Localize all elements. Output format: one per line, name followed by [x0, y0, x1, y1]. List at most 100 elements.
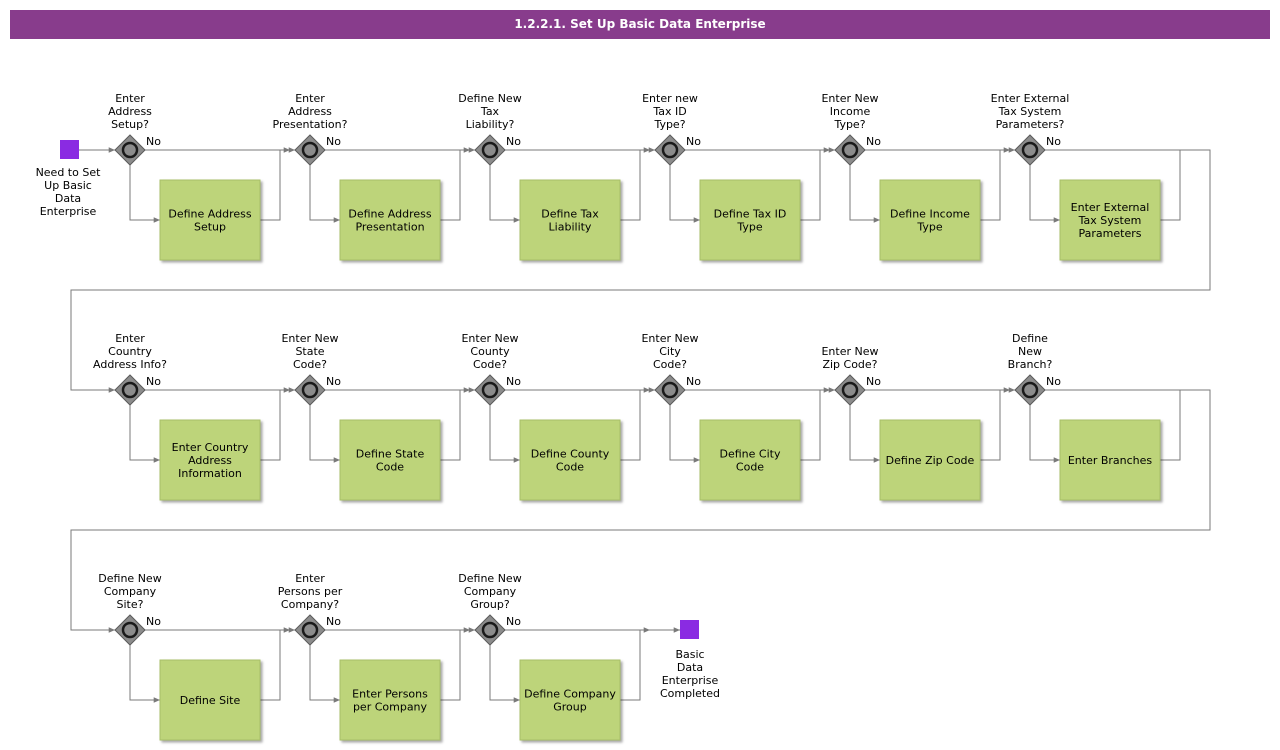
- decision-gateway: [114, 614, 146, 646]
- task-box: [1059, 179, 1161, 261]
- gateway-circle-icon: [301, 381, 319, 399]
- no-label: No: [686, 135, 701, 148]
- task-label-line: Information: [178, 467, 242, 480]
- gateway-question-line: County: [470, 345, 510, 358]
- decision-gateway: [294, 134, 326, 166]
- task-box: [1059, 419, 1161, 501]
- end-event-label-line: Basic: [675, 648, 704, 661]
- yes-branch-flow: [849, 165, 880, 223]
- yes-branch-flow: [129, 165, 160, 223]
- task-label: Define Zip Code: [886, 454, 975, 467]
- gateway-question-line: State: [295, 345, 324, 358]
- yes-branch-flow: [669, 405, 700, 463]
- task-box: [699, 419, 801, 501]
- no-label: No: [146, 135, 161, 148]
- task-box: [699, 179, 801, 261]
- merge-flow: [980, 387, 1010, 461]
- task-label-line: Define Site: [180, 694, 241, 707]
- end-event-label-line: Data: [677, 661, 703, 674]
- merge-flow: [620, 627, 650, 701]
- yes-branch-flow: [489, 645, 520, 703]
- gateway-question-line: Group?: [470, 598, 509, 611]
- gateway-question-line: Liability?: [466, 118, 515, 131]
- gateway-question-line: Persons per: [278, 585, 343, 598]
- merge-flow: [440, 147, 470, 221]
- gateway-question-line: Income: [830, 105, 871, 118]
- merge-flow: [980, 147, 1010, 221]
- end-event-label-line: Completed: [660, 687, 720, 700]
- task-label-line: per Company: [353, 701, 428, 714]
- decision-gateway: [1014, 134, 1046, 166]
- task-label-line: Setup: [194, 221, 226, 234]
- decision-gateway: [834, 134, 866, 166]
- task-box: [339, 659, 441, 741]
- yes-branch-flow: [129, 405, 160, 463]
- merge-flow: [260, 627, 290, 701]
- merge-flow: [440, 627, 470, 701]
- start-event-label-line: Data: [55, 192, 81, 205]
- task-label: Define Site: [180, 694, 241, 707]
- start-event-label-line: Enterprise: [40, 205, 97, 218]
- task-label-line: Define Company: [524, 688, 616, 701]
- task-box: [159, 419, 261, 501]
- gateway-question-line: Enter new: [642, 92, 698, 105]
- task-box: [879, 419, 981, 501]
- yes-branch-flow: [1029, 405, 1060, 463]
- gateway-circle-icon: [1021, 381, 1039, 399]
- task-label-line: Address: [188, 454, 232, 467]
- gateway-question-line: Site?: [117, 598, 144, 611]
- gateway-question-line: Tax ID: [652, 105, 686, 118]
- gateway-question-line: Setup?: [111, 118, 149, 131]
- gateway-question-line: Define New: [98, 572, 161, 585]
- start-event-label-line: Need to Set: [36, 166, 102, 179]
- gateway-circle-icon: [121, 621, 139, 639]
- gateway-circle-icon: [661, 141, 679, 159]
- gateway-question-line: Define New: [458, 572, 521, 585]
- gateway-circle-icon: [661, 381, 679, 399]
- yes-branch-flow: [129, 645, 160, 703]
- task-label-line: Code: [376, 461, 404, 474]
- gateway-question-line: Enter New: [821, 92, 878, 105]
- decision-gateway: [1014, 374, 1046, 406]
- task-label-line: Define County: [531, 448, 610, 461]
- merge-flow: [260, 387, 290, 461]
- no-label: No: [866, 135, 881, 148]
- gateway-question-line: City: [659, 345, 681, 358]
- task-box: [159, 659, 261, 741]
- gateway-question-line: Enter New: [641, 332, 698, 345]
- gateway-question-line: Tax System: [998, 105, 1062, 118]
- merge-flow: [1160, 149, 1190, 221]
- gateway-circle-icon: [481, 141, 499, 159]
- task-label-line: Code: [556, 461, 584, 474]
- task-label-line: Define Income: [890, 208, 970, 221]
- gateway-question-line: Define New: [458, 92, 521, 105]
- gateway-question-line: Branch?: [1008, 358, 1053, 371]
- no-label: No: [1046, 135, 1061, 148]
- task-label-line: Define State: [356, 448, 425, 461]
- gateway-question-line: Address Info?: [93, 358, 167, 371]
- merge-flow: [620, 387, 650, 461]
- task-label-line: Parameters: [1079, 227, 1142, 240]
- gateway-question-line: Code?: [293, 358, 327, 371]
- gateway-question-line: Enter: [295, 92, 325, 105]
- task-box: [339, 419, 441, 501]
- gateway-question-line: Zip Code?: [822, 358, 877, 371]
- yes-branch-flow: [489, 405, 520, 463]
- gateway-circle-icon: [121, 381, 139, 399]
